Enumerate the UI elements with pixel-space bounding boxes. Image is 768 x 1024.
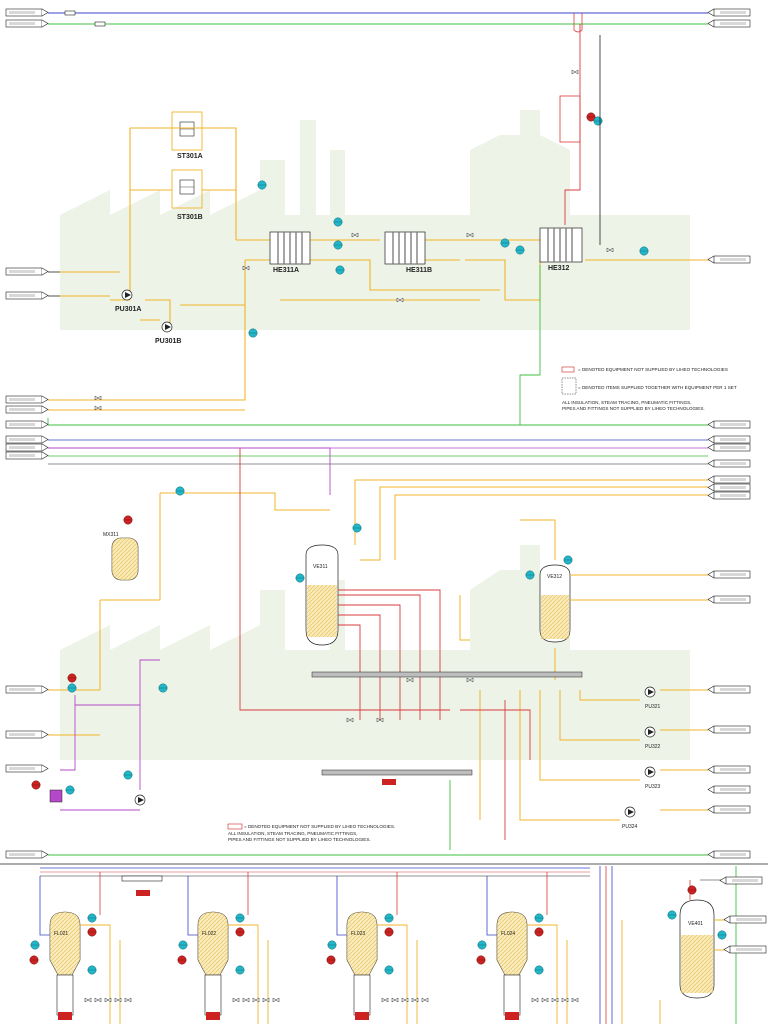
pump-pu301b[interactable]: PU301B xyxy=(155,321,181,345)
label-st301a: ST301A xyxy=(177,153,203,160)
pump-pu322[interactable]: PU322 xyxy=(644,726,661,750)
label-ve311: VE311 xyxy=(313,564,328,570)
off-page-connector-icon[interactable] xyxy=(707,443,751,452)
off-page-connector-icon[interactable] xyxy=(5,405,49,414)
off-page-connector-icon[interactable] xyxy=(5,850,49,859)
strainer-st301a[interactable]: ST301A xyxy=(171,111,203,160)
off-page-connector-icon[interactable] xyxy=(707,850,751,859)
off-page-connector-icon[interactable] xyxy=(5,395,49,404)
heat-exchanger-he311a[interactable]: HE311A xyxy=(269,231,311,274)
filter-fl021[interactable]: FL021 xyxy=(49,911,81,1020)
label-fl024: FL024 xyxy=(501,931,515,937)
off-page-connector-icon[interactable] xyxy=(707,685,751,694)
off-page-connector-icon[interactable] xyxy=(723,945,767,954)
off-page-connector-icon[interactable] xyxy=(5,443,49,452)
filter-fl022[interactable]: FL022 xyxy=(197,911,229,1020)
label-fl021: FL021 xyxy=(54,931,68,937)
vessel-ve401[interactable]: VE401 xyxy=(679,899,715,999)
label-ve401: VE401 xyxy=(688,921,703,927)
pump-pu324[interactable]: PU324 xyxy=(622,806,638,830)
off-page-connector-icon[interactable] xyxy=(5,435,49,444)
off-page-connector-icon[interactable] xyxy=(707,255,751,264)
off-page-connector-icon[interactable] xyxy=(719,876,763,885)
label-he311b: HE311B xyxy=(406,267,432,274)
off-page-connector-icon[interactable] xyxy=(707,475,751,484)
off-page-connector-icon[interactable] xyxy=(5,291,49,300)
note-line: = DENOTED EQUIPMENT NOT SUPPLIED BY LIHE… xyxy=(578,367,728,372)
off-page-connector-icon[interactable] xyxy=(5,451,49,460)
pump-icon xyxy=(644,766,656,778)
filter-fl023[interactable]: FL023 xyxy=(346,911,378,1020)
label-he311a: HE311A xyxy=(273,267,299,274)
note-line: PIPES AND FITTINGS NOT SUPPLIED BY LIHEO… xyxy=(228,837,371,842)
note-line: = DENOTED EQUIPMENT NOT SUPPLIED BY LIHE… xyxy=(244,824,395,829)
note-line: ALL INSULATION, STEAM TRACING, PNEUMATIC… xyxy=(228,831,358,836)
off-page-connector-icon[interactable] xyxy=(707,483,751,492)
vessel-ve312[interactable]: VE312 xyxy=(539,564,571,643)
off-page-connector-icon[interactable] xyxy=(723,915,767,924)
pump-icon xyxy=(161,321,173,333)
label-pu324: PU324 xyxy=(622,824,638,830)
off-page-connector-icon[interactable] xyxy=(5,8,49,17)
note-line: ALL INSULATION, STEAM TRACING, PNEUMATIC… xyxy=(562,400,692,405)
off-page-connector-icon[interactable] xyxy=(707,805,751,814)
pump-pu301a[interactable]: PU301A xyxy=(115,289,141,313)
label-he312: HE312 xyxy=(548,265,570,272)
pump-icon xyxy=(644,686,656,698)
off-page-connector-icon[interactable] xyxy=(707,420,751,429)
off-page-connector-icon[interactable] xyxy=(5,267,49,276)
off-page-connector-icon[interactable] xyxy=(707,725,751,734)
pump-icon xyxy=(121,289,133,301)
label-pu301b: PU301B xyxy=(155,338,181,345)
section-1: ST301A ST301B xyxy=(5,8,751,429)
off-page-connector-icon[interactable] xyxy=(707,570,751,579)
filter-fl024[interactable]: FL024 xyxy=(496,911,528,1020)
pump-icon xyxy=(644,726,656,738)
notes-section-1: = DENOTED EQUIPMENT NOT SUPPLIED BY LIHE… xyxy=(561,366,737,411)
note-line: = DENOTED ITEMS SUPPLIED TOGETHER WITH E… xyxy=(578,385,737,390)
off-page-connector-icon[interactable] xyxy=(707,19,751,28)
off-page-connector-icon[interactable] xyxy=(707,459,751,468)
label-pu323: PU323 xyxy=(645,784,661,790)
off-page-connector-icon[interactable] xyxy=(5,19,49,28)
label-pu322: PU322 xyxy=(645,744,661,750)
off-page-connector-icon[interactable] xyxy=(707,785,751,794)
label-ve312: VE312 xyxy=(547,574,562,580)
label-mx311: MX311 xyxy=(103,532,119,538)
pump-pu321[interactable]: PU321 xyxy=(644,686,661,710)
off-page-connector-icon[interactable] xyxy=(707,765,751,774)
off-page-connector-icon[interactable] xyxy=(5,420,49,429)
vessel-ve311[interactable]: VE311 xyxy=(305,544,339,646)
label-fl023: FL023 xyxy=(351,931,365,937)
watermark-factory xyxy=(60,110,690,760)
off-page-connector-icon[interactable] xyxy=(5,685,49,694)
off-page-connector-icon[interactable] xyxy=(707,595,751,604)
label-st301b: ST301B xyxy=(177,214,203,221)
section-2: MX311 VE311 VE312 xyxy=(5,435,751,859)
note-line: PIPES AND FITTINGS NOT SUPPLIED BY LIHEO… xyxy=(562,406,705,411)
pump-pu323[interactable]: PU323 xyxy=(644,766,661,790)
manifold-upper xyxy=(311,671,583,678)
pump-icon xyxy=(624,806,636,818)
off-page-connector-icon[interactable] xyxy=(5,764,49,773)
off-page-connector-icon[interactable] xyxy=(707,8,751,17)
manifold-lower xyxy=(321,769,473,776)
notes-section-2: = DENOTED EQUIPMENT NOT SUPPLIED BY LIHE… xyxy=(227,823,395,842)
label-fl022: FL022 xyxy=(202,931,216,937)
not-supplied-tag xyxy=(382,779,396,785)
heat-exchanger-he312[interactable]: HE312 xyxy=(539,227,583,272)
off-page-connector-icon[interactable] xyxy=(707,435,751,444)
off-page-connector-icon[interactable] xyxy=(707,491,751,500)
mixer-mx311[interactable]: MX311 xyxy=(103,532,139,581)
heat-exchanger-he311b[interactable]: HE311B xyxy=(384,231,432,274)
label-pu301a: PU301A xyxy=(115,306,141,313)
strainer-st301b[interactable]: ST301B xyxy=(171,169,203,221)
label-pu321: PU321 xyxy=(645,704,661,710)
section-3: FL021 FL022 FL023 FL024 V xyxy=(29,866,767,1024)
off-page-connector-icon[interactable] xyxy=(5,730,49,739)
